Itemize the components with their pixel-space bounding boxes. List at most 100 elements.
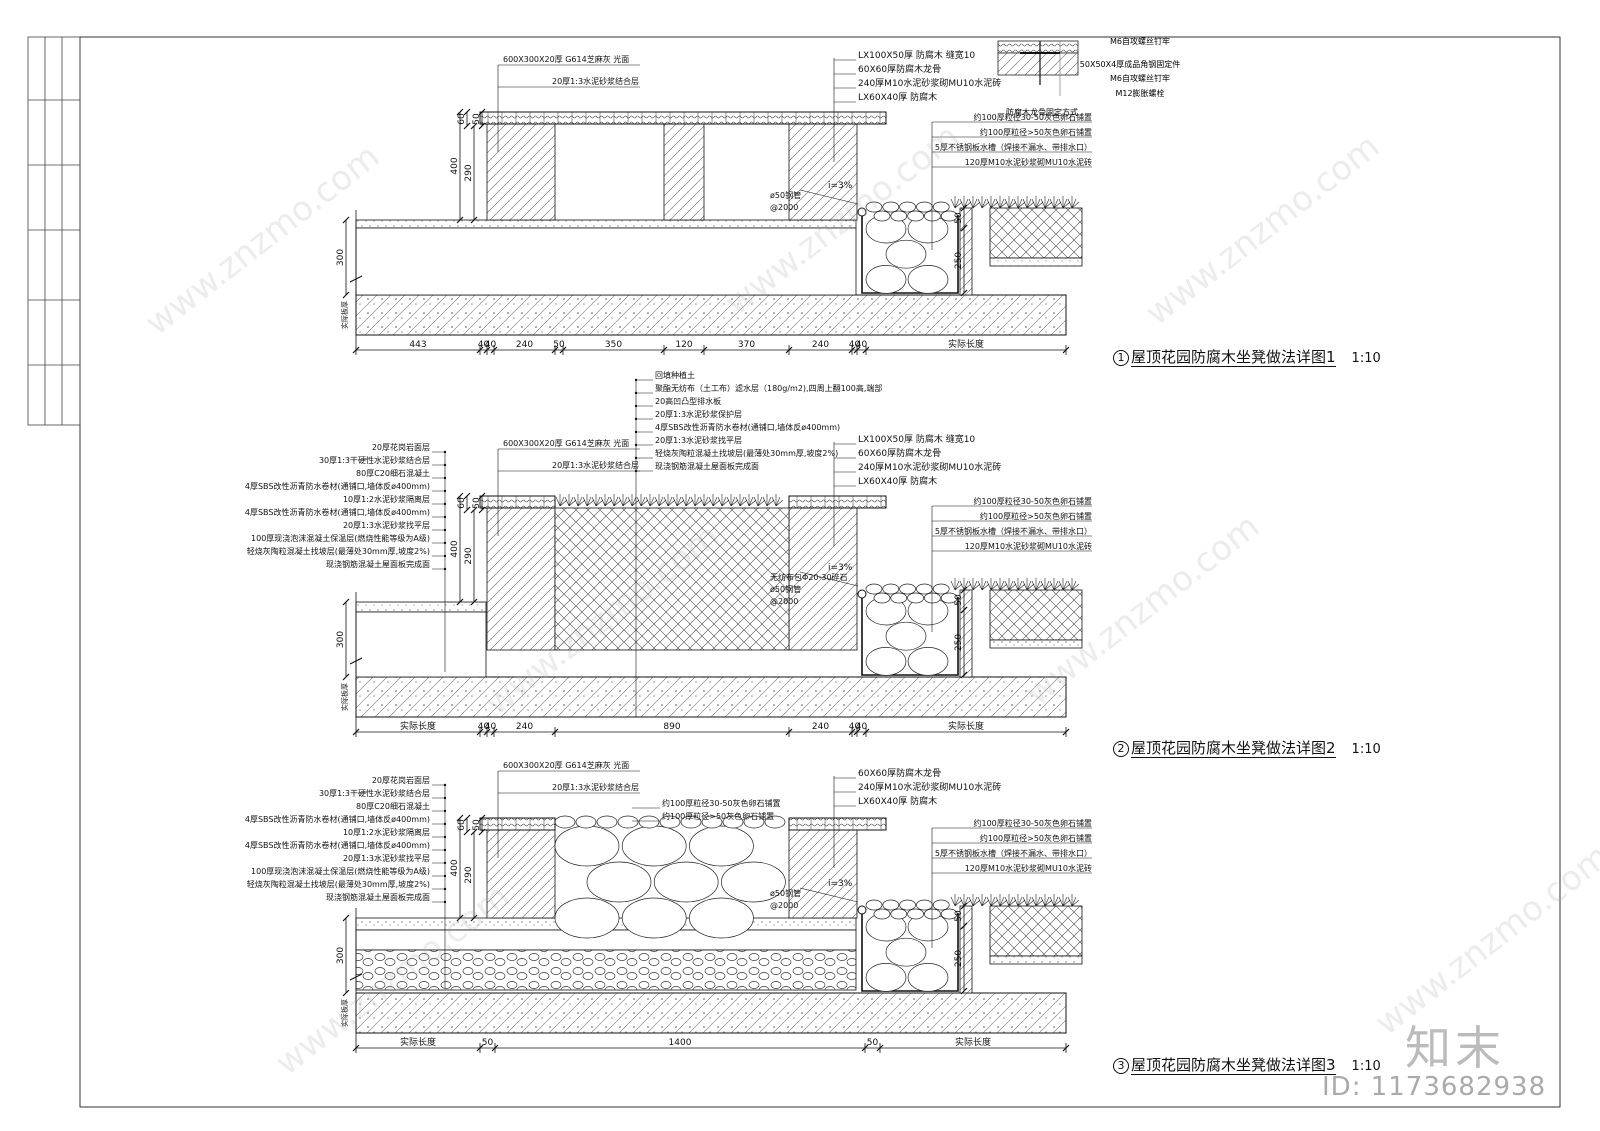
callout-label: LX100X50厚 防腐木 缝宽10: [858, 433, 975, 445]
leader-line: [960, 289, 968, 297]
detail-number: 3: [1113, 1058, 1129, 1074]
dimension-label: 实际板厚: [340, 683, 349, 711]
callout-label: 4厚SBS改性沥青防水卷材(通铺口,墙体反ø400mm): [245, 814, 430, 824]
leader-line: [960, 671, 968, 679]
callout-label: 轻烧灰陶粒混凝土找坡层(最薄处30mm厚,坡度2%): [247, 879, 430, 889]
dimension-label: 300: [336, 947, 346, 964]
pebble: [907, 908, 924, 920]
callout-label: 现浇钢筋混凝土屋面板完成面: [655, 461, 759, 471]
grass-blade: [1058, 578, 1071, 591]
grass-blade: [1040, 196, 1053, 209]
leader-line: [960, 987, 968, 995]
pebble: [638, 815, 660, 829]
pebble: [940, 210, 958, 222]
callout-label: 20厚花岗岩面层: [372, 775, 430, 785]
pebble: [907, 210, 924, 222]
callout-label: 20厚1:3水泥砂浆结合层: [552, 460, 639, 470]
slope-label: i=3%: [828, 563, 853, 573]
pebble: [596, 815, 618, 829]
grass-blade: [753, 494, 766, 507]
dimension-label: 250: [954, 950, 964, 967]
pebble-fill: [554, 815, 786, 829]
fixing-label: M6自攻螺丝钉牢: [1110, 73, 1170, 83]
leader-line: [960, 586, 968, 594]
grass-blade: [986, 196, 999, 209]
pebble: [907, 963, 949, 992]
leader-line: [476, 346, 484, 354]
detail-scale: 1:10: [1351, 351, 1381, 366]
detail-number: 2: [1113, 741, 1129, 757]
leader-line: [785, 728, 793, 736]
callout-label: 20厚1:3水泥砂浆找平层: [343, 520, 430, 530]
callout-label: 约100厚粒径30-50灰色卵石铺置: [973, 818, 1092, 828]
dimension-label: 实际长度: [400, 1036, 436, 1048]
leader-line: [862, 346, 870, 354]
slope-label: i=3%: [828, 181, 853, 191]
grass-blade: [1058, 894, 1071, 907]
pebble: [701, 815, 723, 829]
pipe-label: ø50钢管: [770, 190, 801, 200]
grass-blade: [1004, 578, 1017, 591]
pipe-label: @2000: [770, 203, 798, 212]
grass-blade: [986, 578, 999, 591]
grass-blade: [771, 494, 784, 507]
pipe-label: ø50钢管: [770, 888, 801, 898]
leader-line: [456, 814, 464, 822]
plant-icon: [950, 894, 1080, 907]
grass-blade: [950, 894, 963, 907]
leader-line: [476, 1044, 484, 1052]
pebble: [885, 239, 927, 269]
callout-label: 20厚1:3水泥砂浆找平层: [655, 435, 742, 445]
callout-label: 20厚1:3水泥砂浆结合层: [552, 76, 639, 86]
grass-blade: [744, 494, 757, 507]
brick-pier: [486, 507, 556, 651]
leader-line: [470, 216, 478, 224]
leader-line: [456, 492, 464, 500]
grass-blade: [1013, 894, 1026, 907]
pebble: [907, 647, 949, 676]
callout-label: 120厚M10水泥砂浆砌MU10水泥砖: [965, 863, 1092, 873]
grass-blade: [1031, 894, 1044, 907]
callout-label: 10厚1:2水泥砂浆隔离层: [343, 827, 430, 837]
leader-line: [342, 598, 350, 606]
grass-blade: [1004, 196, 1017, 209]
pebble: [907, 265, 949, 294]
dimension-label: 40: [478, 722, 490, 732]
grass-blade: [995, 894, 1008, 907]
callout-label: 约100厚粒径>50灰色卵石铺置: [980, 511, 1092, 521]
callout-label: 20厚花岗岩面层: [372, 442, 430, 452]
callout-label: 120厚M10水泥砂浆砌MU10水泥砖: [965, 541, 1092, 551]
leader-line: [483, 728, 491, 736]
leader-line: [463, 506, 471, 514]
planting-soil: [554, 507, 790, 651]
brick-pier: [788, 829, 858, 919]
pebble-fill: [554, 825, 786, 939]
detail-scale: 1:10: [1351, 742, 1381, 757]
brick-pier: [788, 123, 858, 221]
dimension-label: 250: [954, 634, 964, 651]
callout-label: 80厚C20细石混凝土: [356, 801, 430, 811]
dimension-label: 290: [464, 547, 474, 564]
dimension-label: 50: [867, 1038, 879, 1048]
pebble-fill: [865, 201, 958, 222]
dimension-label: 240: [516, 722, 533, 732]
grass-blade: [582, 494, 595, 507]
leader-line: [478, 108, 486, 116]
grass-blade: [1040, 578, 1053, 591]
grass-blade: [681, 494, 694, 507]
leader-line: [861, 1044, 869, 1052]
leader-line: [463, 122, 471, 130]
leader-line: [478, 828, 486, 836]
pebble: [865, 899, 883, 911]
leader-line: [352, 728, 360, 736]
grass-blade: [959, 196, 972, 209]
leader-line: [478, 492, 486, 500]
callout-label: 聚酯无纺布（土工布）滤水层（180g/m2),四周上翻100高,端部: [655, 383, 882, 393]
grass-blade: [950, 578, 963, 591]
pipe-label: @2000: [770, 597, 798, 606]
callout-label: LX60X40厚 防腐木: [858, 475, 937, 487]
grass-blade: [726, 494, 739, 507]
